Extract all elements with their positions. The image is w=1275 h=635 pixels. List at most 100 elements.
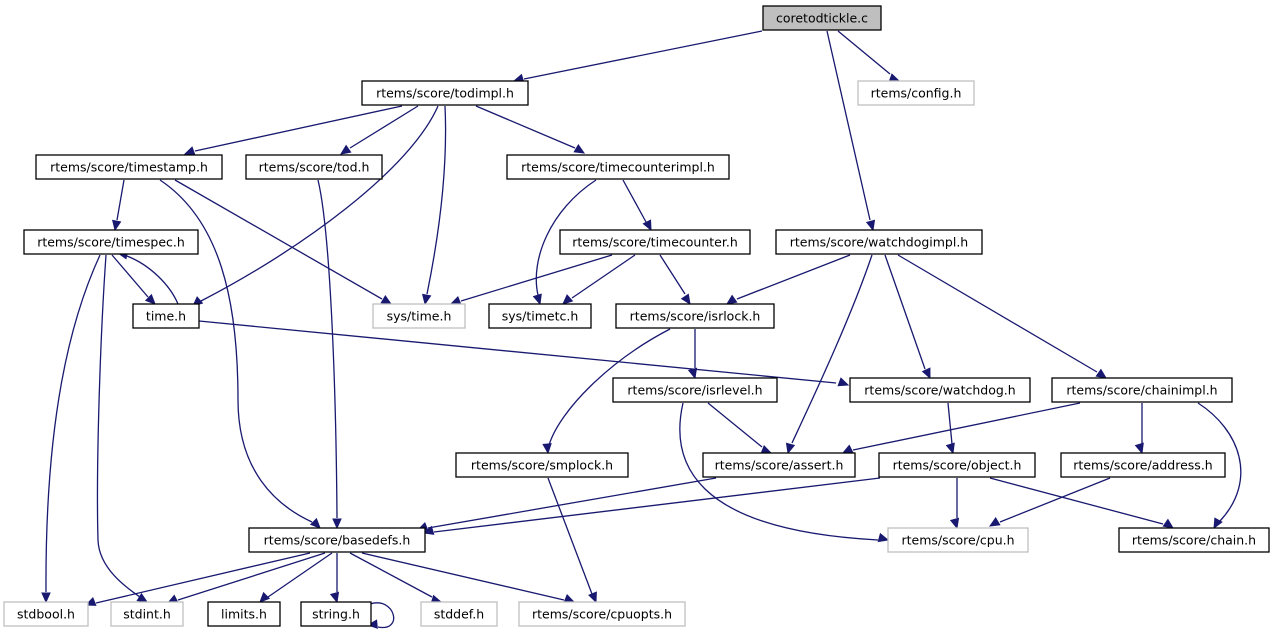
edge-tod-to-basedefs (317, 179, 342, 530)
node-box[interactable] (35, 154, 223, 180)
node-label: rtems/score/watchdogimpl.h (790, 235, 968, 250)
node-label: rtems/score/cpu.h (901, 533, 1014, 548)
node-box[interactable] (702, 452, 856, 478)
node-assert[interactable]: rtems/score/assert.h (702, 452, 856, 478)
node-box[interactable] (300, 601, 372, 627)
node-isrlevel[interactable]: rtems/score/isrlevel.h (612, 377, 778, 403)
arrowhead-icon (136, 592, 149, 603)
edge-timecounter-to-systimetc (562, 254, 636, 305)
node-timecounterimpl[interactable]: rtems/score/timecounterimpl.h (506, 154, 730, 180)
edge-todimpl-to-timestamp (183, 105, 403, 156)
node-box[interactable] (361, 80, 529, 106)
node-smplock[interactable]: rtems/score/smplock.h (455, 452, 629, 478)
node-box[interactable] (849, 377, 1031, 403)
edge-line (535, 179, 597, 296)
node-box[interactable] (207, 601, 281, 627)
edge-watchdogimpl-to-assert (785, 254, 873, 455)
node-timeh[interactable]: time.h (132, 303, 200, 329)
edge-todimpl-to-systime (422, 105, 447, 306)
arrowhead-icon (332, 518, 342, 530)
arrowhead-icon (562, 294, 574, 305)
node-config[interactable]: rtems/config.h (857, 80, 975, 106)
node-box[interactable] (612, 377, 778, 403)
node-box[interactable] (506, 154, 730, 180)
edge-line (159, 179, 313, 523)
node-watchdogimpl[interactable]: rtems/score/watchdogimpl.h (775, 229, 983, 255)
node-chainimpl[interactable]: rtems/score/chainimpl.h (1051, 377, 1233, 403)
node-stddef[interactable]: stddef.h (420, 601, 498, 627)
edge-line (433, 477, 881, 533)
node-object[interactable]: rtems/score/object.h (878, 452, 1036, 478)
node-watchdog[interactable]: rtems/score/watchdog.h (849, 377, 1031, 403)
node-box[interactable] (110, 601, 184, 627)
node-coretodtickle[interactable]: coretodtickle.c (762, 5, 882, 31)
node-label: rtems/score/chain.h (1132, 533, 1256, 548)
node-box[interactable] (455, 452, 629, 478)
edge-line (547, 477, 593, 595)
node-cpuopts[interactable]: rtems/score/cpuopts.h (518, 601, 686, 627)
node-label: rtems/score/todimpl.h (376, 86, 514, 101)
node-chain[interactable]: rtems/score/chain.h (1118, 527, 1270, 553)
node-systimetc[interactable]: sys/timetc.h (488, 303, 592, 329)
edge-line (947, 402, 953, 445)
edge-line (96, 254, 141, 598)
node-box[interactable] (518, 601, 686, 627)
node-label: stdint.h (123, 607, 171, 622)
node-box[interactable] (245, 154, 383, 180)
arrowhead-icon (542, 443, 552, 455)
node-timespec[interactable]: rtems/score/timespec.h (23, 229, 199, 255)
edge-line (361, 552, 565, 601)
edge-object-to-chain (989, 477, 1175, 529)
node-box[interactable] (559, 229, 751, 255)
edge-line (707, 402, 763, 448)
node-stdint[interactable]: stdint.h (110, 601, 184, 627)
node-box[interactable] (878, 452, 1036, 478)
node-string[interactable]: string.h (300, 601, 372, 627)
edge-timecounterimpl-to-systimetc (532, 179, 597, 306)
node-box[interactable] (1051, 377, 1233, 403)
edge-basedefs-to-limits (259, 552, 333, 603)
edge-timeh-to-watchdog (198, 320, 850, 387)
node-basedefs[interactable]: rtems/score/basedefs.h (248, 527, 426, 553)
node-box[interactable] (775, 229, 983, 255)
edge-smplock-to-cpuopts (547, 477, 597, 604)
node-box[interactable] (3, 601, 89, 627)
edge-timespec-to-stdint (96, 254, 149, 603)
arrowhead-icon (422, 293, 432, 306)
edge-timespec-to-timeh (111, 254, 156, 305)
node-box[interactable] (857, 80, 975, 106)
edge-basedefs-to-string (329, 553, 340, 604)
edges-layer (41, 30, 1242, 629)
edge-chainimpl-to-address (1134, 403, 1144, 455)
node-box[interactable] (762, 5, 882, 31)
node-box[interactable] (132, 303, 200, 329)
node-box[interactable] (248, 527, 426, 553)
node-box[interactable] (372, 303, 466, 329)
edge-assert-to-basedefs (416, 477, 717, 531)
node-address[interactable]: rtems/score/address.h (1060, 452, 1226, 478)
node-systime[interactable]: sys/time.h (372, 303, 466, 329)
node-box[interactable] (420, 601, 498, 627)
node-box[interactable] (887, 527, 1029, 553)
node-todimpl[interactable]: rtems/score/todimpl.h (361, 80, 529, 106)
node-label: rtems/score/timespec.h (37, 235, 185, 250)
node-timecounter[interactable]: rtems/score/timecounter.h (559, 229, 751, 255)
node-label: rtems/score/assert.h (715, 458, 844, 473)
arrowhead-icon (329, 591, 340, 604)
node-isrlock[interactable]: rtems/score/isrlock.h (615, 303, 775, 329)
node-box[interactable] (615, 303, 775, 329)
node-box[interactable] (23, 229, 199, 255)
edge-line (116, 179, 125, 221)
arrowhead-icon (563, 594, 576, 603)
node-cpu[interactable]: rtems/score/cpu.h (887, 527, 1029, 553)
node-tod[interactable]: rtems/score/tod.h (245, 154, 383, 180)
node-label: rtems/score/tod.h (259, 160, 370, 175)
node-limits[interactable]: limits.h (207, 601, 281, 627)
node-stdbool[interactable]: stdbool.h (3, 601, 89, 627)
node-timestamp[interactable]: rtems/score/timestamp.h (35, 154, 223, 180)
node-box[interactable] (1060, 452, 1226, 478)
edge-line (200, 105, 439, 302)
node-box[interactable] (1118, 527, 1270, 553)
node-box[interactable] (488, 303, 592, 329)
edge-line (622, 179, 647, 223)
